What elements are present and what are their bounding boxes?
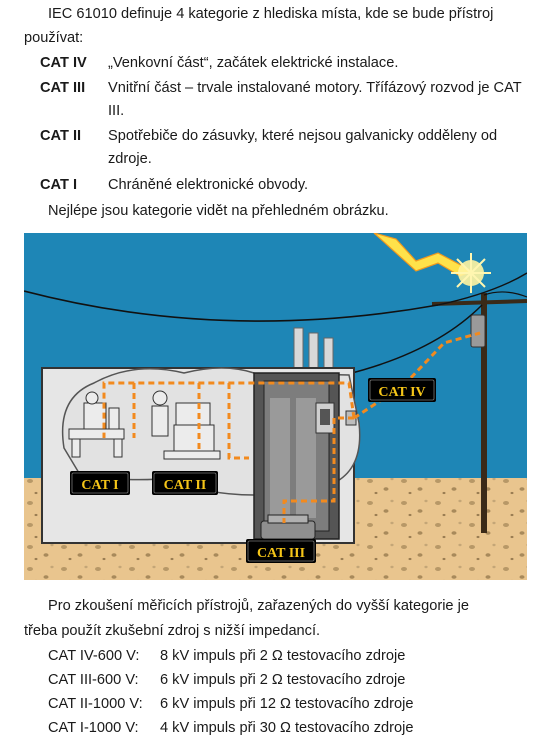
- test-line-1: Pro zkoušení měřicích přístrojů, zařazen…: [48, 598, 469, 614]
- spec-value-cat-i: 4 kV impuls při 30 Ω testovacího zdroje: [160, 720, 414, 736]
- cat-iv-label: CAT IV: [40, 55, 87, 71]
- lightning-icon: [373, 233, 491, 293]
- wiring: [102, 331, 481, 523]
- motor: [260, 514, 316, 540]
- cat-i-label: CAT I: [40, 177, 78, 193]
- tag-cat-iv: CAT IV: [368, 378, 436, 402]
- tag-cat-iii-text: CAT III: [257, 546, 305, 561]
- cat-iv-description: „Venkovní část“, začátek elektrické inst…: [108, 55, 399, 71]
- tag-cat-ii: CAT II: [152, 471, 218, 495]
- spec-name-cat-i: CAT I-1000 V:: [48, 720, 139, 736]
- transformer: [470, 314, 486, 348]
- cat-iii-label: CAT III: [40, 80, 86, 96]
- cat-ii-description: Spotřebiče do zásuvky, které nejsou galv…: [108, 128, 498, 167]
- utility-pole: [24, 272, 527, 533]
- spec-value-cat-iv: 8 kV impuls při 2 Ω testovacího zdroje: [160, 648, 406, 664]
- office-workstation: [68, 391, 125, 458]
- spec-name-cat-iii: CAT III-600 V:: [48, 672, 139, 688]
- tag-cat-iv-text: CAT IV: [378, 385, 425, 400]
- test-line-2: třeba použít zkušební zdroj s nižší impe…: [24, 623, 321, 639]
- spec-name-cat-ii: CAT II-1000 V:: [48, 696, 143, 712]
- spec-value-cat-iii: 6 kV impuls při 2 Ω testovacího zdroje: [160, 672, 406, 688]
- cat-iii-description: Vnitřní část – trvale instalované motory…: [108, 80, 522, 119]
- intro-line-1: IEC 61010 definuje 4 kategorie z hledisk…: [48, 6, 494, 22]
- lead-sentence: Nejlépe jsou kategorie vidět na přehledn…: [48, 203, 389, 219]
- category-illustration: CAT I CAT II CAT III CAT IV: [24, 233, 527, 580]
- tag-cat-ii-text: CAT II: [164, 478, 207, 493]
- tag-cat-iii: CAT III: [246, 539, 316, 563]
- spec-value-cat-ii: 6 kV impuls při 12 Ω testovacího zdroje: [160, 696, 414, 712]
- intro-line-2: používat:: [24, 30, 84, 46]
- tag-cat-i: CAT I: [70, 471, 130, 495]
- workshop-machine: [151, 390, 221, 460]
- cat-i-description: Chráněné elektronické obvody.: [108, 177, 309, 193]
- tag-cat-i-text: CAT I: [81, 478, 118, 493]
- spec-name-cat-iv: CAT IV-600 V:: [48, 648, 140, 664]
- cat-ii-label: CAT II: [40, 128, 82, 144]
